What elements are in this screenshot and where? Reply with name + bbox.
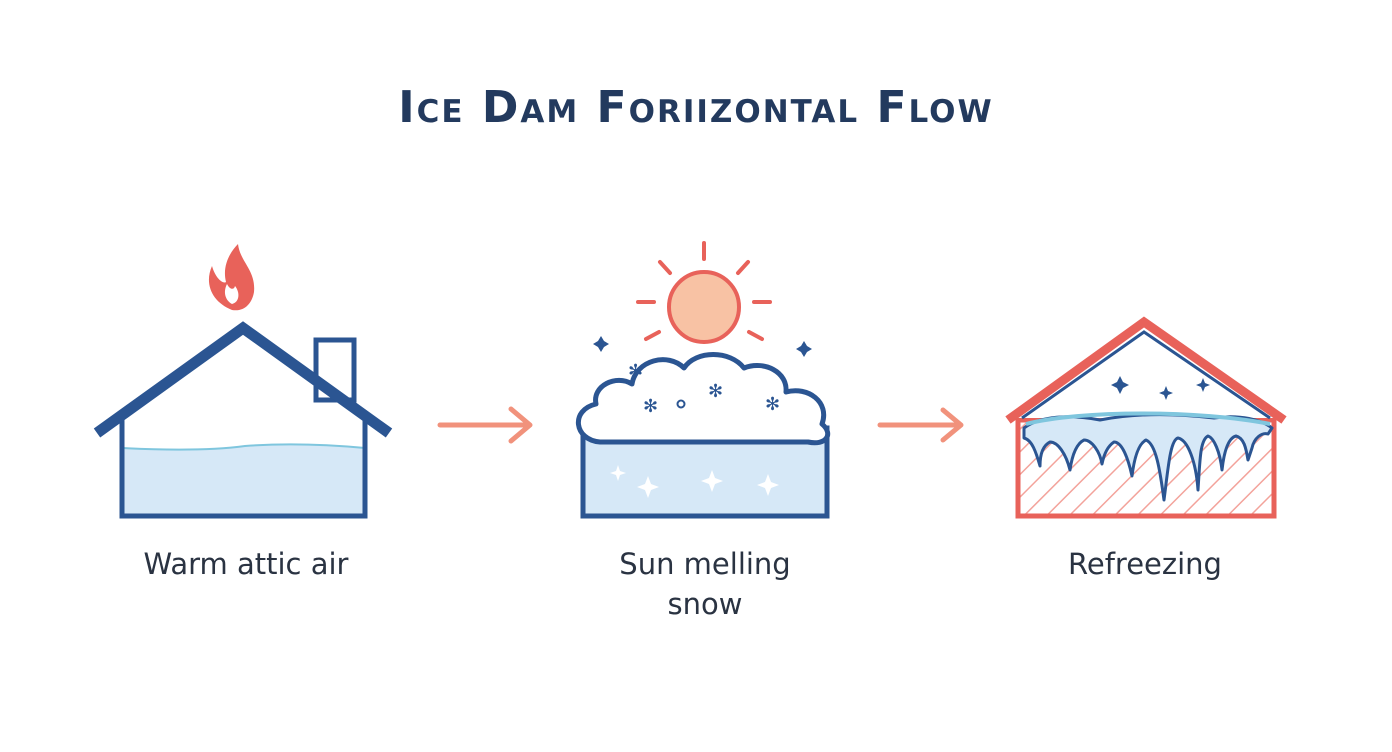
- svg-text:✻: ✻: [643, 396, 658, 417]
- step-label-line: Refreezing: [1068, 547, 1222, 581]
- sun-snow-cloud-icon: ✻ ✻ ✻ ✻: [576, 241, 831, 519]
- house-roof: [93, 321, 393, 438]
- icicle-roof-icon: [1005, 316, 1287, 519]
- ice-ridge: [1025, 411, 1271, 426]
- roof-inner-edge: [1021, 330, 1271, 420]
- step-label-sun-melting-snow: Sun melling snow: [555, 544, 855, 624]
- roof-interior: [1016, 330, 1278, 418]
- step-label-line: Sun melling: [619, 547, 791, 581]
- svg-text:✻: ✻: [628, 361, 643, 382]
- flow-arrow: [877, 407, 964, 443]
- flame-icon: [208, 244, 255, 311]
- diagram-title: Ice Dam Foriizontal Flow: [398, 82, 994, 133]
- sun-icon: [636, 241, 772, 344]
- svg-text:✻: ✻: [708, 381, 723, 402]
- roof-outline: [1005, 316, 1287, 424]
- ice-fill: [121, 443, 366, 516]
- house-flame-icon: [93, 244, 393, 519]
- house-walls: [119, 420, 368, 519]
- step-label-line: Warm attic air: [143, 547, 349, 581]
- sparkles: [610, 465, 779, 498]
- svg-text:✻: ✻: [765, 394, 780, 415]
- step-label-line: snow: [667, 587, 743, 621]
- flow-arrow: [437, 406, 533, 444]
- snowflakes: ✻ ✻ ✻ ✻: [593, 336, 812, 417]
- sparkles: [1111, 376, 1210, 400]
- step-label-refreezing: Refreezing: [995, 544, 1295, 584]
- snow-cloud: [576, 352, 831, 446]
- icicles: [1022, 413, 1274, 502]
- step-label-warm-attic-air: Warm attic air: [96, 544, 396, 584]
